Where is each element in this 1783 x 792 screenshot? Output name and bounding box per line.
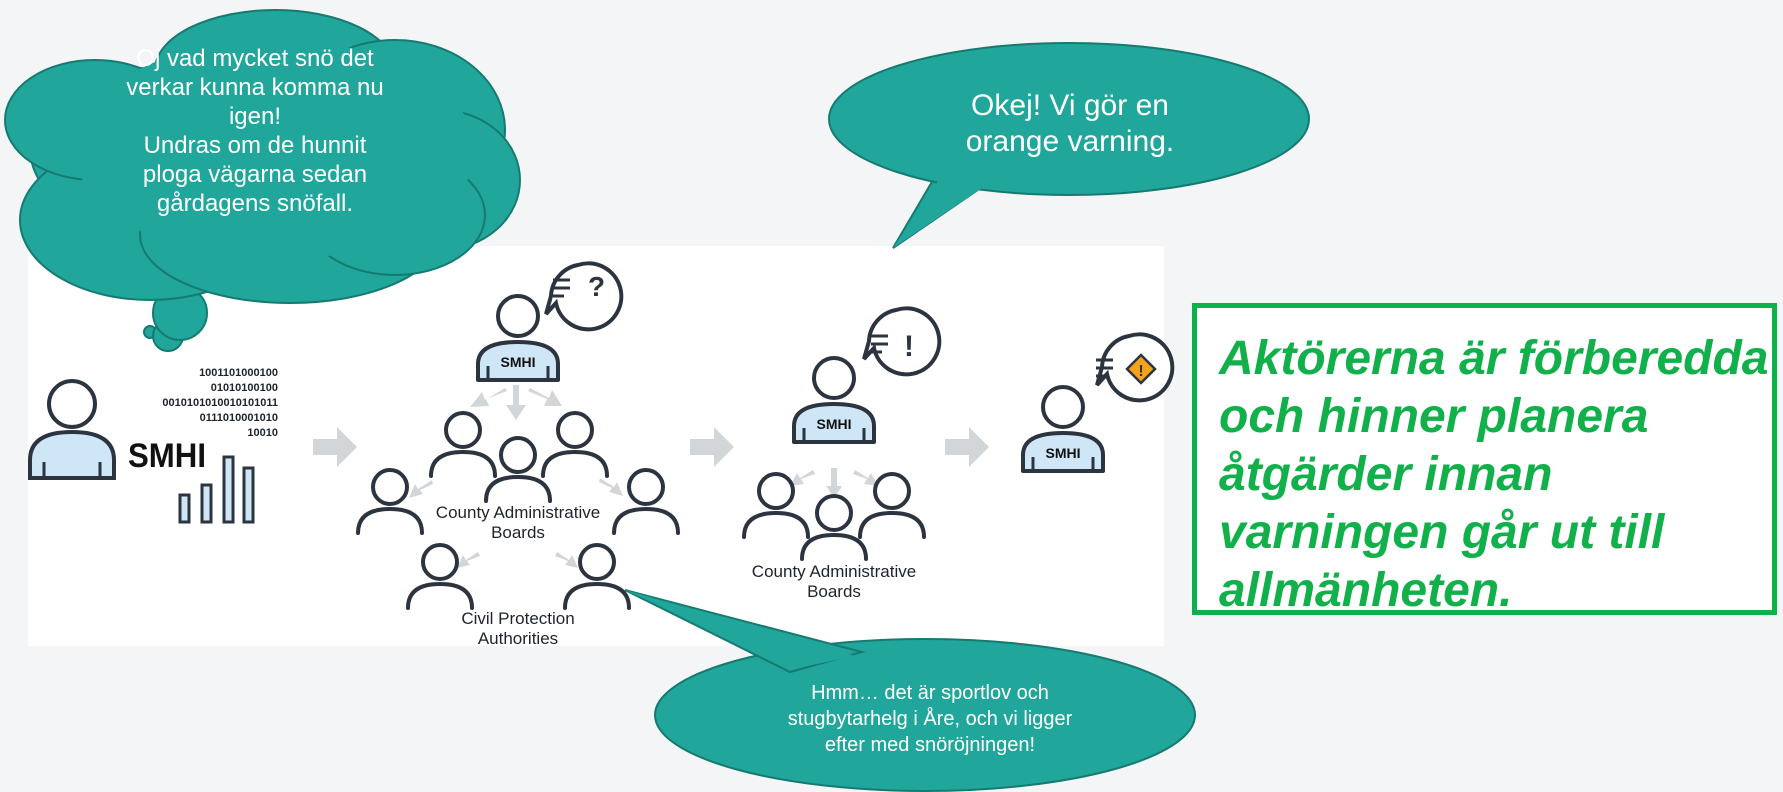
oval-speech-bubble-top: [828, 42, 1310, 249]
exclamation-speech-icon: !: [862, 306, 942, 377]
shirt-label: SMHI: [1046, 445, 1081, 461]
shirt-label: SMHI: [501, 354, 536, 370]
bottom-bubble-text: Hmm… det är sportlov och stugbytarhelg i…: [787, 682, 1073, 756]
conclusion-text: Aktörerna är förberedda och hinner plane…: [1219, 332, 1769, 617]
cloud-thought-bubble: [4, 9, 521, 352]
warning-speech-icon: !: [1095, 332, 1175, 403]
svg-text:!: !: [904, 330, 914, 363]
binary-line: 1001101000100: [199, 367, 278, 379]
top-bubble-text: Okej! Vi gör en orange varning.: [965, 89, 1175, 158]
group1-label-line1: County Administrative: [436, 503, 600, 522]
cloud-bubble-text: Oj vad mycket snö det verkar kunna komma…: [126, 45, 384, 217]
analyst-person-icon: [28, 379, 116, 480]
conclusion-callout-box: Aktörerna är förberedda och hinner plane…: [1192, 303, 1777, 617]
binary-data: 1001101000100 01010100100 00101010100101…: [162, 367, 278, 439]
group1-sub-label-line2: Authorities: [478, 629, 558, 648]
shirt-label: SMHI: [817, 416, 852, 432]
group2-label-line2: Boards: [807, 582, 861, 601]
svg-text:?: ?: [588, 271, 605, 302]
bar-chart-icon: [178, 455, 255, 524]
question-speech-icon: ?: [544, 261, 624, 332]
binary-line: 0111010001010: [200, 412, 278, 424]
network-arrows: [790, 468, 878, 498]
group1-sub-label-line1: Civil Protection: [461, 609, 574, 628]
binary-line: 01010100100: [211, 382, 278, 394]
binary-line: 10010: [247, 427, 278, 439]
oval-speech-bubble-bottom: [624, 589, 1196, 792]
network-arrows: [409, 385, 623, 568]
smhi-logo: SMHI: [128, 437, 206, 475]
binary-line: 0010101010010101011: [162, 397, 278, 409]
group1-label-line2: Boards: [491, 523, 545, 542]
group2-label-line1: County Administrative: [752, 562, 916, 581]
svg-text:!: !: [1138, 363, 1143, 380]
